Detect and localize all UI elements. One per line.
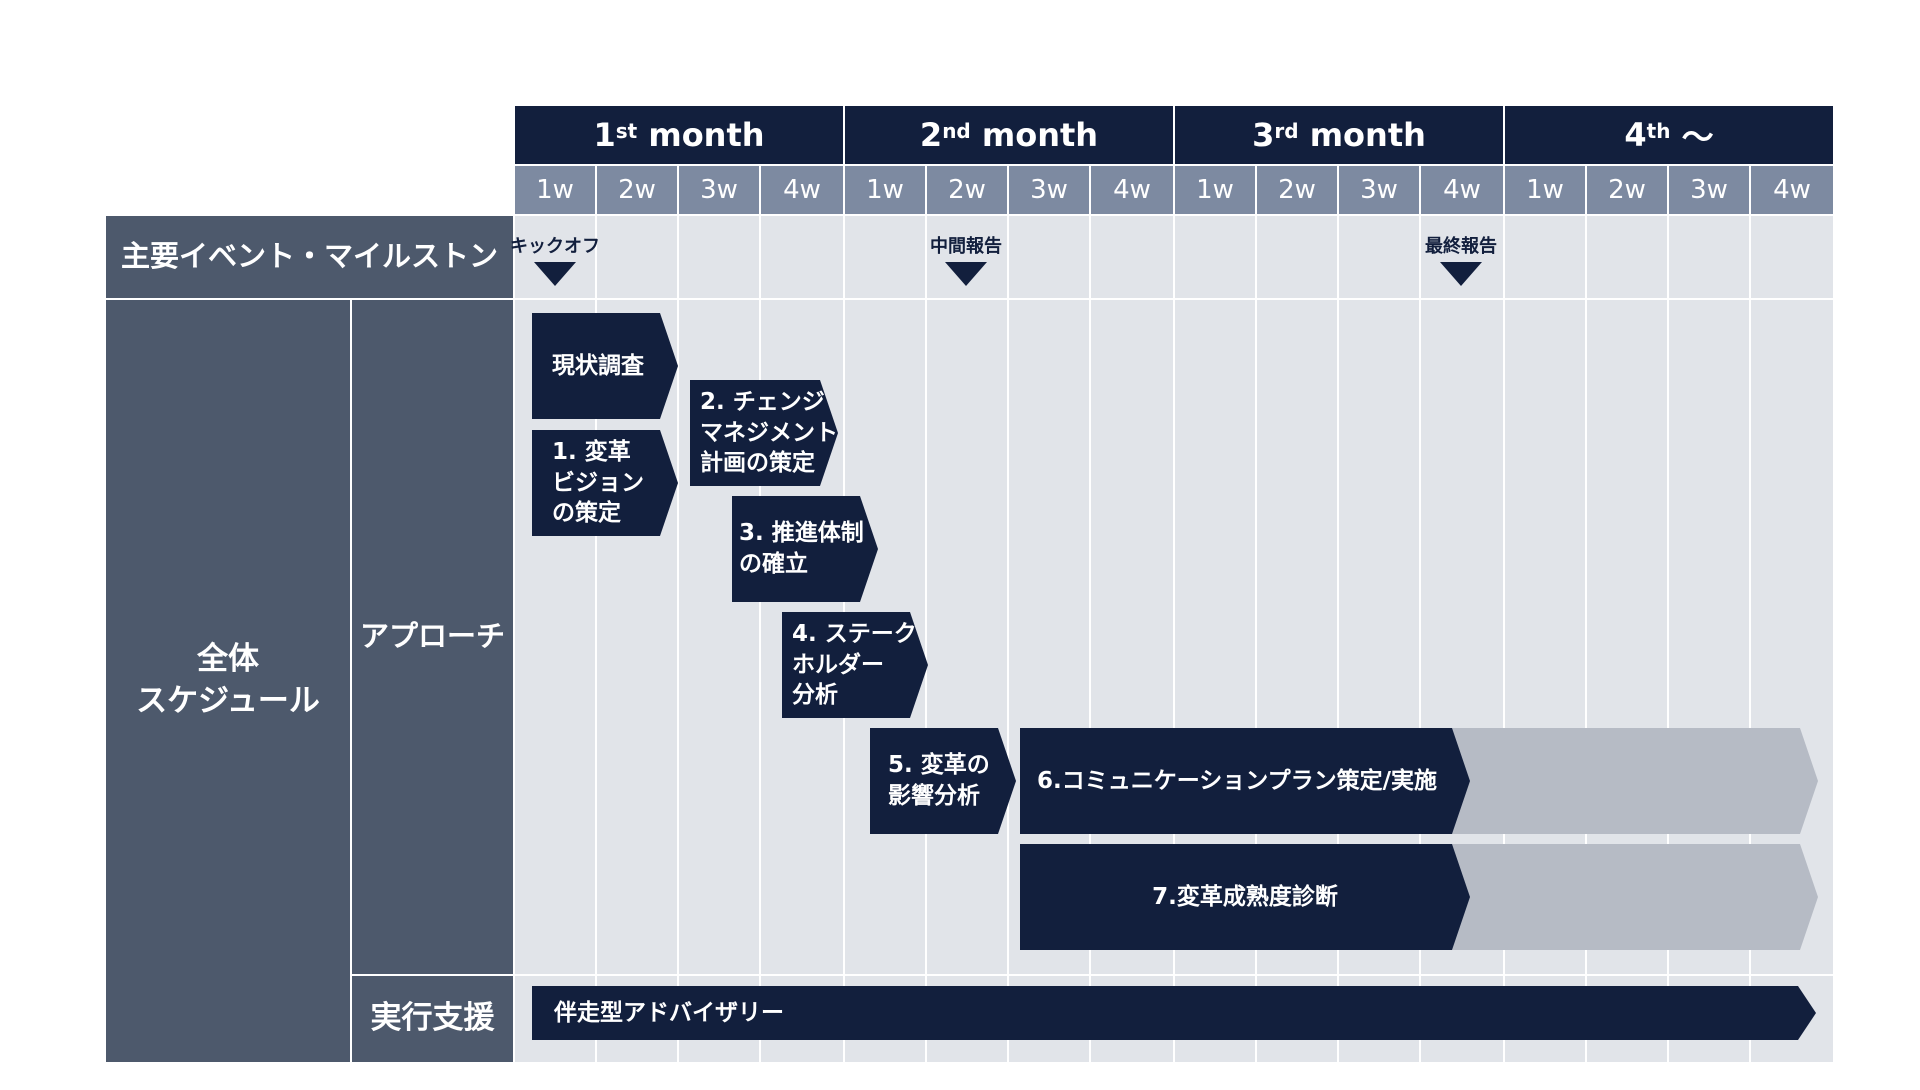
row-label-milestones: 主要イベント・マイルストン <box>106 216 513 298</box>
task-change-impact-analysis: 5. 変革の 影響分析 <box>870 728 1016 834</box>
row-label-approach: アプローチ <box>352 300 513 974</box>
grid-row-divider <box>515 974 1833 976</box>
month-num: 4 <box>1624 116 1647 154</box>
task-governance-setup: 3. 推進体制 の確立 <box>732 496 878 602</box>
week-header: 1w <box>845 166 925 214</box>
task-advisory-support: 伴走型アドバイザリー <box>532 986 1816 1040</box>
week-header: 1w <box>515 166 595 214</box>
milestone-label: 中間報告 <box>930 236 1002 257</box>
task-stakeholder-analysis: 4. ステーク ホルダー 分析 <box>782 612 928 718</box>
milestone-final-report: 最終報告 <box>1419 232 1503 286</box>
week-header: 4w <box>1751 166 1833 214</box>
task-extension <box>1450 728 1818 834</box>
month-num: 3 <box>1252 116 1275 154</box>
task-extension <box>1450 844 1818 950</box>
week-header: 2w <box>1257 166 1337 214</box>
week-header: 2w <box>597 166 677 214</box>
milestone-interim-report: 中間報告 <box>925 232 1007 286</box>
milestone-kickoff: キックオフ <box>510 232 600 286</box>
grid-line <box>1007 216 1009 1062</box>
milestone-label: 最終報告 <box>1425 236 1497 257</box>
month-suffix: nd <box>942 119 971 143</box>
grid-line <box>1667 216 1669 1062</box>
week-header: 4w <box>761 166 843 214</box>
week-header: 4w <box>1091 166 1173 214</box>
month-suffix: st <box>615 119 638 143</box>
week-header: 3w <box>679 166 759 214</box>
row-label-overall-schedule: 全体 スケジュール <box>106 300 350 1062</box>
grid-line <box>1419 216 1421 1062</box>
task-maturity-assessment: 7.変革成熟度診断 <box>1020 844 1470 950</box>
week-header: 4w <box>1421 166 1503 214</box>
milestone-marker-icon <box>945 262 987 286</box>
month-num: 1 <box>593 116 616 154</box>
milestone-label: キックオフ <box>510 236 600 257</box>
row-label-execution: 実行支援 <box>352 976 513 1062</box>
month-text: month <box>1298 116 1426 154</box>
week-header: 1w <box>1505 166 1585 214</box>
task-change-vision: 1. 変革 ビジョン の策定 <box>532 430 678 536</box>
month-text: month <box>970 116 1099 154</box>
month-text: 〜 <box>1670 118 1714 156</box>
month-text: month <box>637 116 765 154</box>
month-num: 2 <box>919 116 943 154</box>
grid-line <box>1503 216 1505 1062</box>
grid-row-divider <box>515 298 1833 300</box>
week-header: 3w <box>1669 166 1749 214</box>
task-current-state-survey: 現状調査 <box>532 313 678 419</box>
grid-line <box>595 216 597 1062</box>
grid-line <box>1089 216 1091 1062</box>
week-header: 2w <box>1587 166 1667 214</box>
month-suffix: rd <box>1274 119 1299 143</box>
week-header: 1w <box>1175 166 1255 214</box>
milestone-marker-icon <box>1440 262 1482 286</box>
week-header: 3w <box>1339 166 1419 214</box>
grid-line <box>1749 216 1751 1062</box>
task-change-management-plan: 2. チェンジ マネジメント 計画の策定 <box>690 380 838 486</box>
grid-line <box>1337 216 1339 1062</box>
grid-line <box>925 216 927 1062</box>
grid-line <box>1173 216 1175 1062</box>
task-communication-plan: 6.コミュニケーションプラン策定/実施 <box>1020 728 1470 834</box>
milestone-marker-icon <box>534 262 576 286</box>
month-suffix: th <box>1646 119 1671 143</box>
grid-line <box>1585 216 1587 1062</box>
grid-line <box>677 216 679 1062</box>
week-header: 2w <box>927 166 1007 214</box>
grid-line <box>1255 216 1257 1062</box>
week-header: 3w <box>1009 166 1089 214</box>
grid-line <box>759 216 761 1062</box>
